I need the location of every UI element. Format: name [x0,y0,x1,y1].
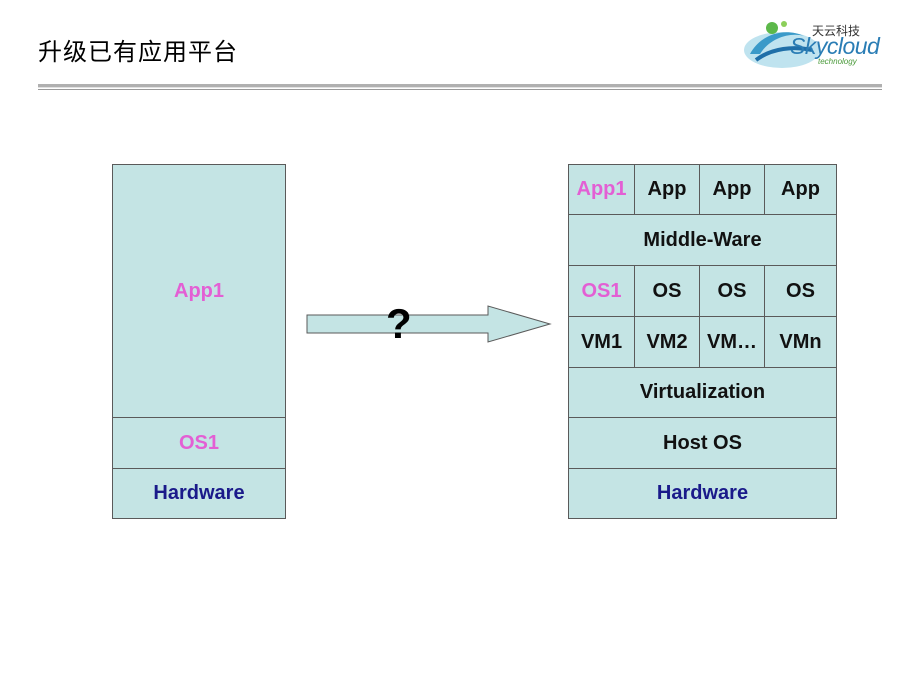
right-vm-2: VM2 [634,316,700,368]
right-vm-3: VM… [699,316,765,368]
right-vm-1: VM1 [568,316,635,368]
right-hardware-box: Hardware [568,468,837,519]
right-os-2: OS [634,265,700,317]
question-mark: ? [386,300,412,347]
title-divider [38,84,882,90]
right-middleware-box: Middle-Ware [568,214,837,266]
right-app-1: App1 [568,164,635,215]
left-hardware-box: Hardware [112,468,286,519]
logo-name-text: Skycloud [790,33,880,59]
logo-sub-text: technology [818,57,857,66]
left-app1-box: App1 [112,164,286,418]
slide-title: 升级已有应用平台 [38,38,238,66]
right-os-3: OS [699,265,765,317]
arrow-right-icon [306,305,552,343]
left-os1-box: OS1 [112,417,286,469]
right-os-1: OS1 [568,265,635,317]
right-app-2: App [634,164,700,215]
right-host-os-box: Host OS [568,417,837,469]
right-vm-4: VMn [764,316,837,368]
skycloud-logo-icon [744,21,820,68]
right-app-4: App [764,164,837,215]
right-virtualization-box: Virtualization [568,367,837,418]
right-os-4: OS [764,265,837,317]
right-app-3: App [699,164,765,215]
logo-chinese-text: 天云科技 [812,24,861,38]
